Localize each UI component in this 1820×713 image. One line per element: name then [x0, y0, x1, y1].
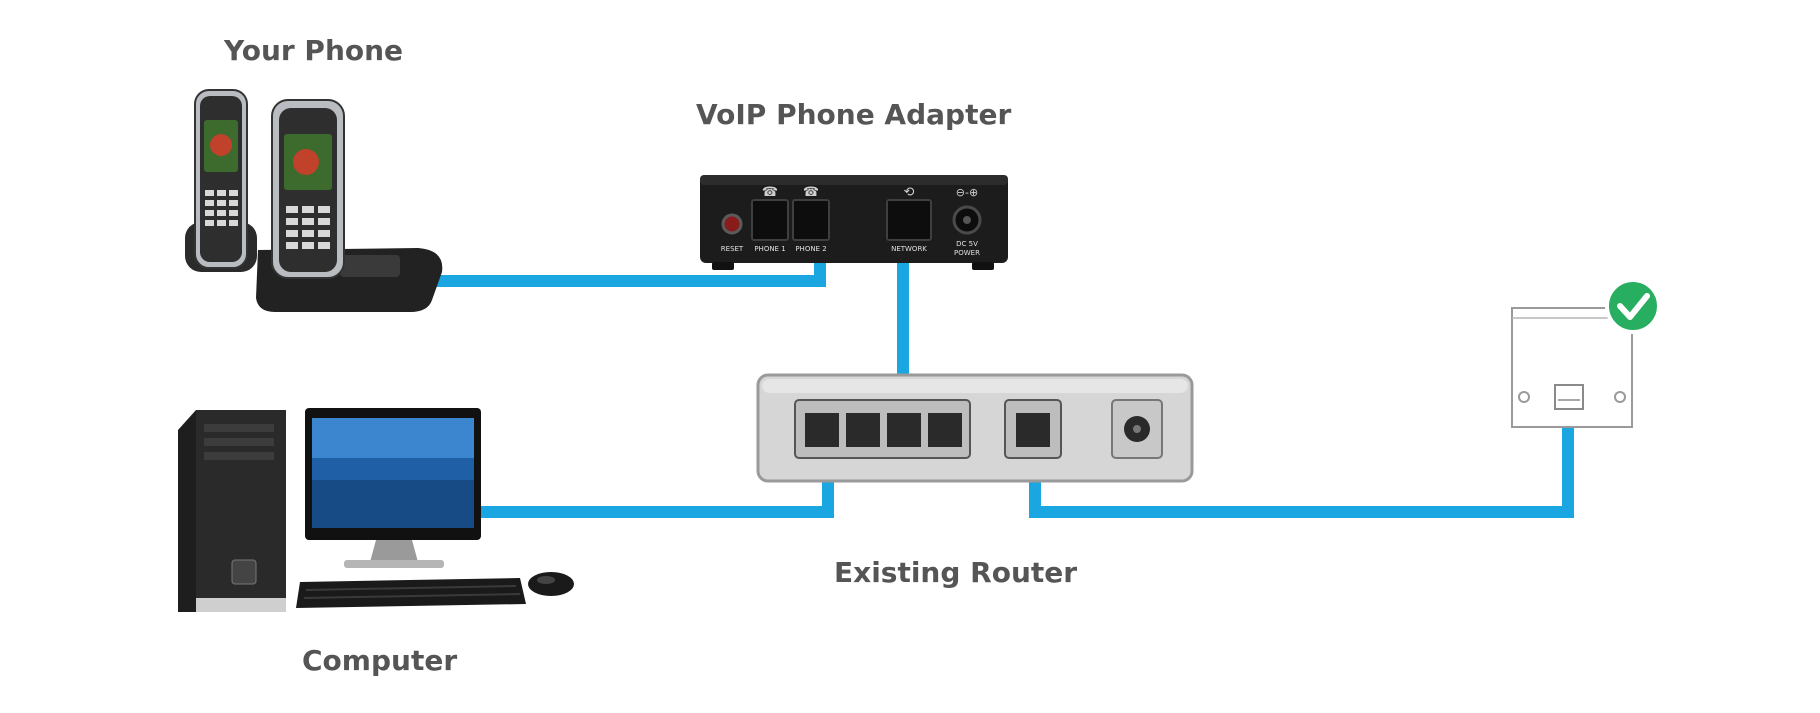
phone-2-port — [792, 199, 830, 241]
router — [756, 373, 1194, 483]
reset-label: RESET — [721, 245, 744, 253]
voip-adapter: ☎ ☎ ⟲ ⊖-⊕ RESET PHONE 1 PHONE 2 NETWORK … — [700, 175, 1008, 270]
lan-port-1 — [805, 413, 839, 447]
computer-label: Computer — [302, 644, 458, 677]
power-label-line2: POWER — [954, 249, 980, 257]
power-icon: ⊖-⊕ — [956, 186, 978, 199]
router-label: Existing Router — [834, 556, 1078, 589]
phone-1-port — [751, 199, 789, 241]
reset-button — [721, 213, 743, 235]
wall-socket — [1511, 307, 1633, 428]
mouse — [528, 572, 574, 596]
desktop-computer — [178, 408, 574, 612]
phone-label: Your Phone — [224, 34, 404, 67]
phone-1-label: PHONE 1 — [754, 245, 785, 253]
adapter-foot-left — [712, 262, 734, 270]
socket-port — [1554, 384, 1584, 410]
phone-2-icon: ☎ — [803, 185, 819, 200]
lan-port-3 — [887, 413, 921, 447]
monitor-stand — [370, 540, 418, 562]
check-icon — [1605, 278, 1661, 334]
socket-screw-left — [1518, 391, 1530, 403]
power-label-line1: DC 5V — [956, 240, 978, 248]
wall-socket-plate — [1511, 307, 1633, 428]
adapter-label: VoIP Phone Adapter — [696, 98, 1012, 131]
keyboard — [296, 578, 526, 608]
lan-port-2 — [846, 413, 880, 447]
cordless-phone-set — [185, 89, 443, 312]
adapter-foot-right — [972, 262, 994, 270]
wan-port — [1016, 413, 1050, 447]
network-icon: ⟲ — [904, 185, 915, 200]
cable-phone-to-adapter — [430, 255, 826, 287]
lan-port-4 — [928, 413, 962, 447]
phone-2-label: PHONE 2 — [795, 245, 826, 253]
network-label: NETWORK — [891, 245, 927, 253]
socket-screw-right — [1614, 391, 1626, 403]
network-port — [886, 199, 932, 241]
phone-1-icon: ☎ — [762, 185, 778, 200]
